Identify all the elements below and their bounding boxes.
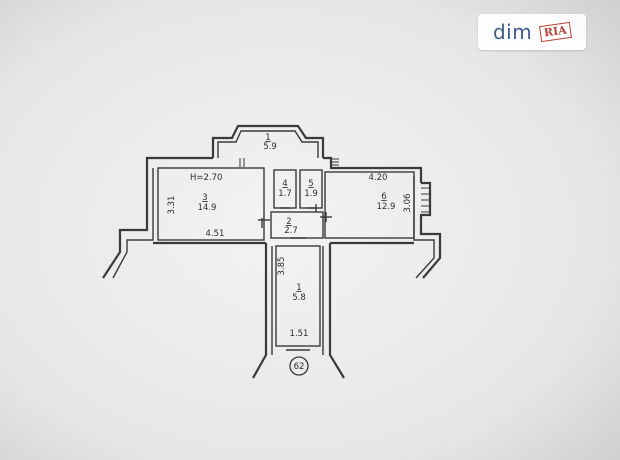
watermark-text: dim <box>492 20 533 44</box>
room3-width-dim: 4.51 <box>206 229 225 239</box>
room2-area: 2.7 <box>284 226 298 236</box>
corridor-length-dim: 3.85 <box>277 257 287 276</box>
room-labels: 1 5.9 H=2.70 3 14.9 4 1.7 5 1.9 6 12.9 2… <box>190 133 395 303</box>
room6-height-dim: 3.06 <box>403 194 413 213</box>
corridor-number: 1 <box>296 283 301 293</box>
door-marks <box>258 204 332 351</box>
ceiling-height: H=2.70 <box>190 173 222 183</box>
outer-walls <box>102 124 442 379</box>
entrance-circle <box>289 356 309 376</box>
ria-logo: RIA <box>539 21 572 43</box>
room3-area: 14.9 <box>198 203 217 213</box>
dimension-labels: 3.31 4.51 4.20 3.06 3.85 1.51 <box>167 173 413 339</box>
room6-outline <box>324 171 415 239</box>
room3-outline <box>157 167 265 241</box>
corridor-outline <box>275 245 321 347</box>
balcony-number: 1 <box>265 133 270 143</box>
room3-height-dim: 3.31 <box>167 196 177 215</box>
corridor-area: 5.8 <box>292 293 306 303</box>
room4-area: 1.7 <box>278 189 292 199</box>
room3-number: 3 <box>202 193 207 203</box>
room6-number: 6 <box>381 192 386 202</box>
room5-area: 1.9 <box>304 189 318 199</box>
window-hatches <box>239 158 430 213</box>
room4-number: 4 <box>282 179 287 189</box>
room6-area: 12.9 <box>377 202 396 212</box>
entrance-number: 62 <box>294 362 305 372</box>
balcony-area: 5.9 <box>263 142 277 152</box>
room6-width-dim: 4.20 <box>369 173 388 183</box>
corridor-width-dim: 1.51 <box>290 329 309 339</box>
room5-number: 5 <box>308 179 313 189</box>
dimria-watermark: dim RIA <box>478 14 586 50</box>
room2-number: 2 <box>286 217 291 227</box>
